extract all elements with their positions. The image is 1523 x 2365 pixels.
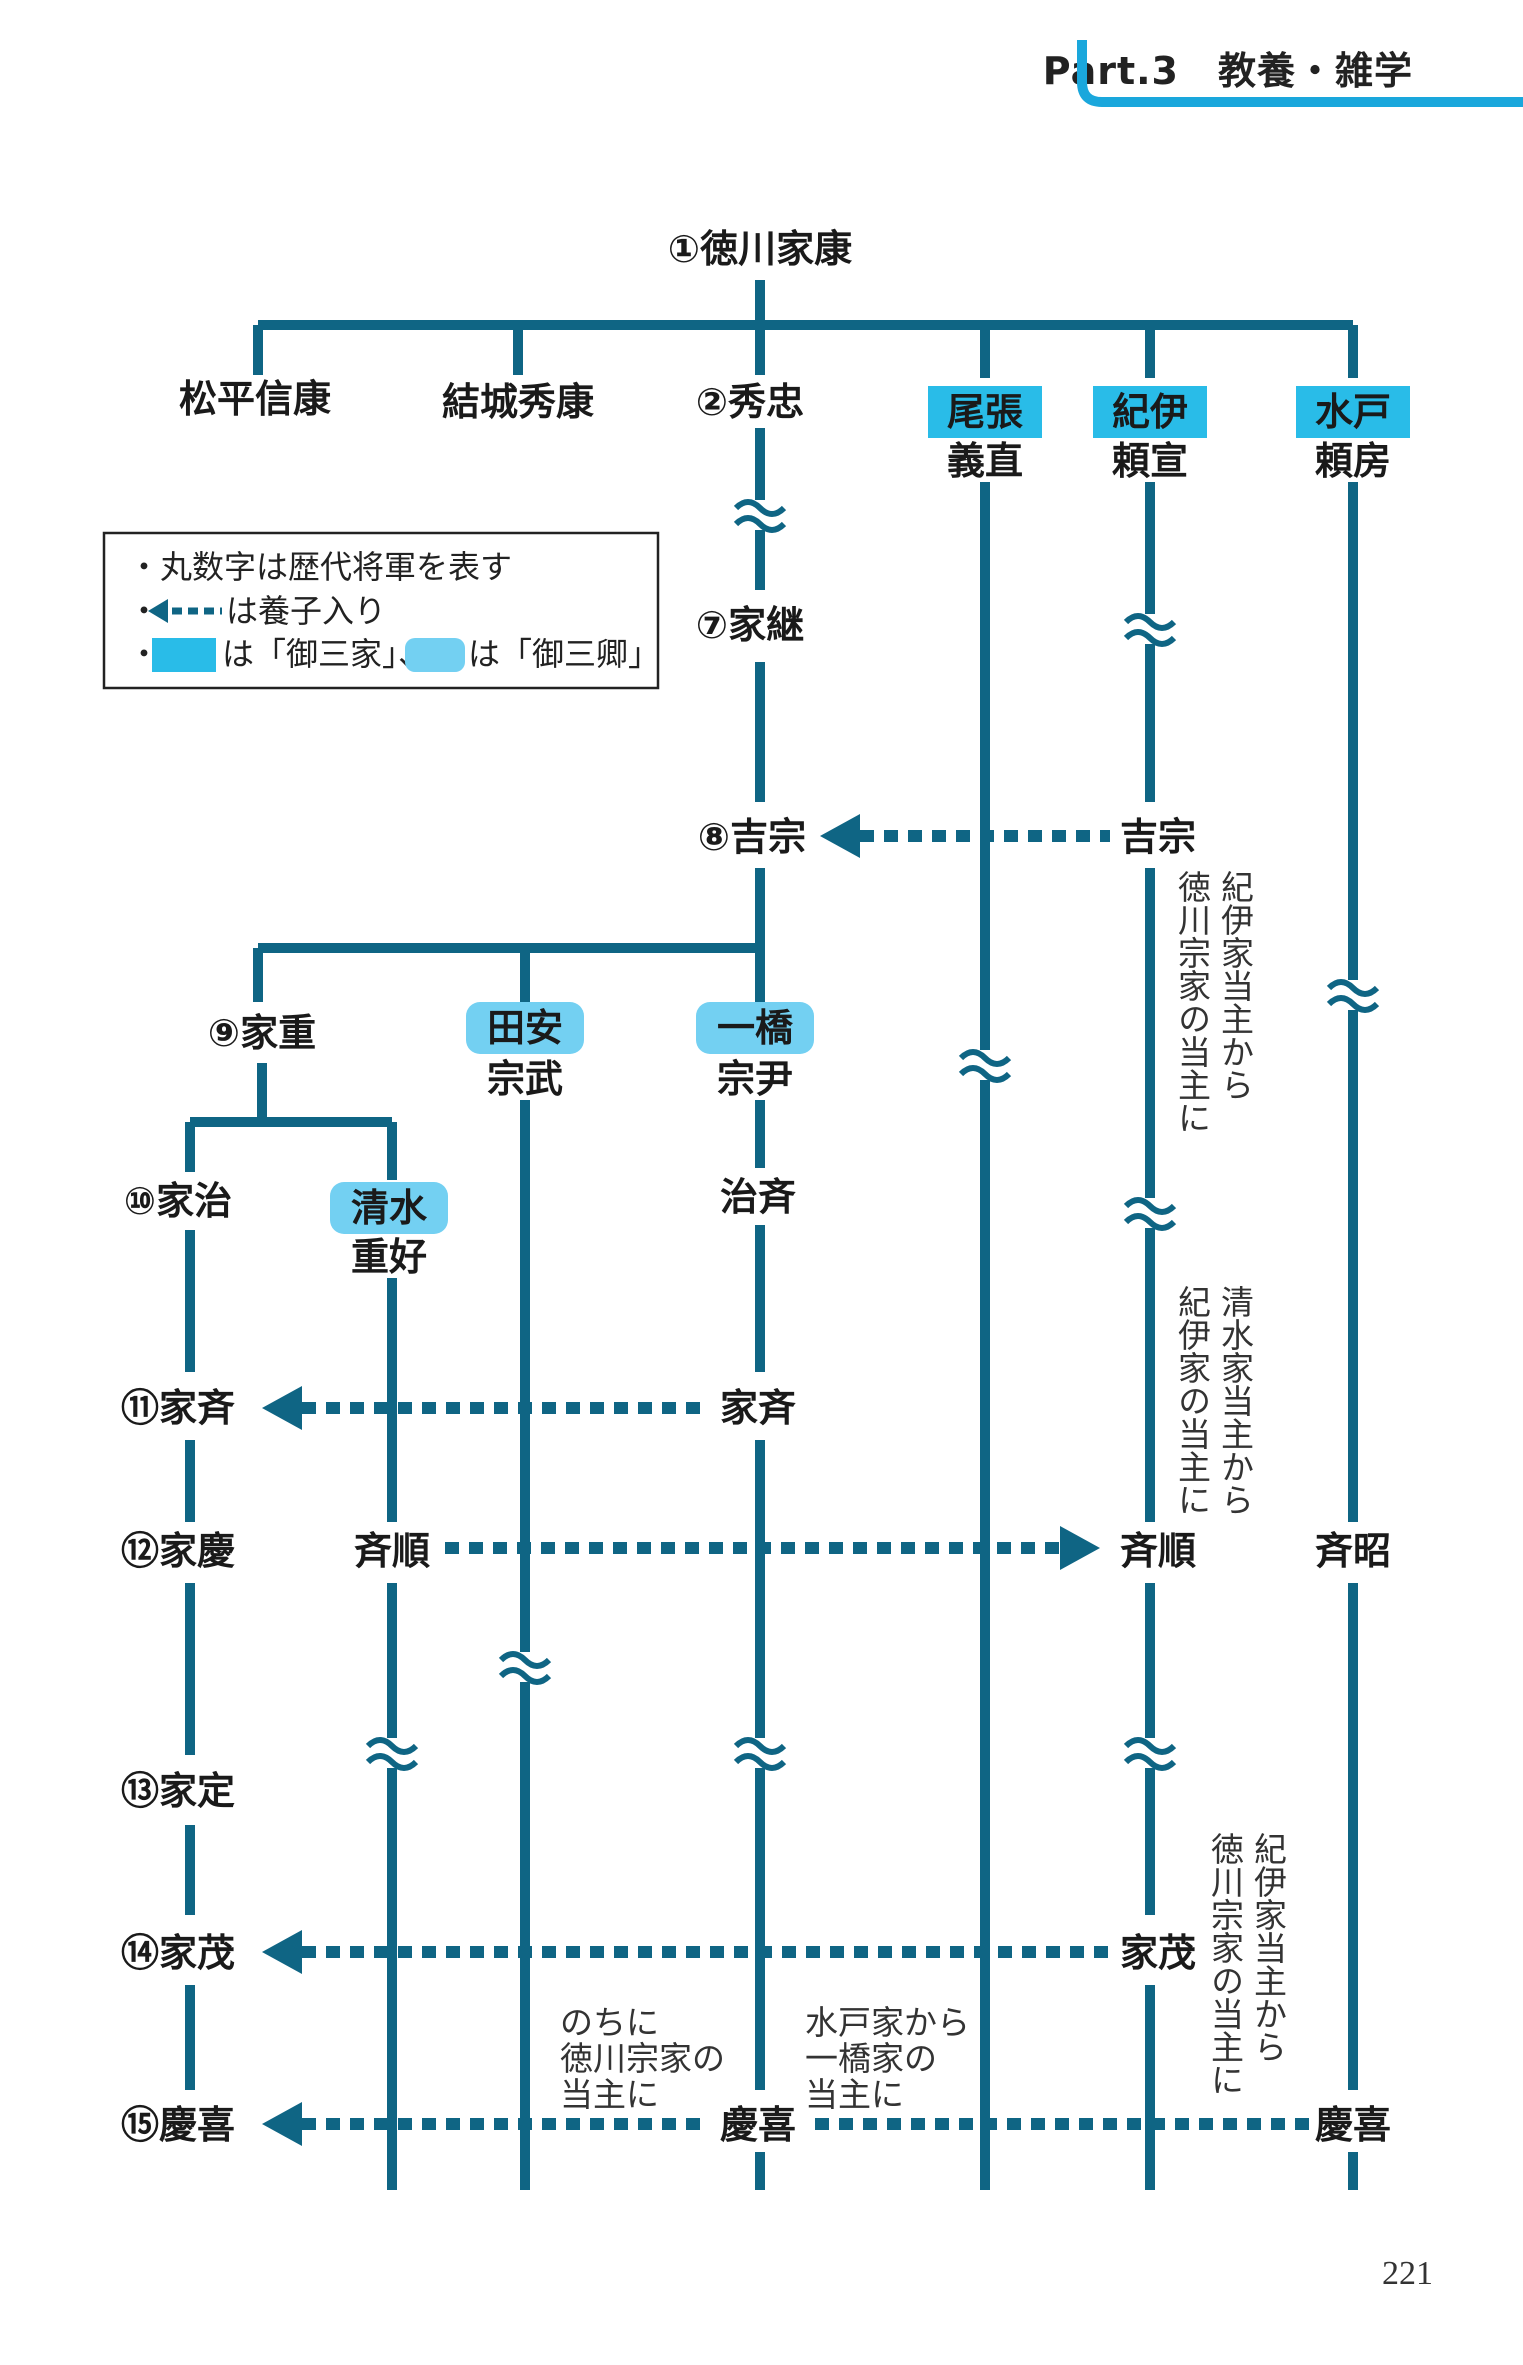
break-marks xyxy=(365,499,1380,1771)
note-bg-later xyxy=(555,2000,730,2112)
node-harusada: 治斉 xyxy=(720,1175,796,1219)
node-narimasa-kii: 斉順 xyxy=(1120,1529,1196,1573)
note-yoshimune-line1: 紀伊家当主から xyxy=(1216,870,1255,1101)
note-bg-mito xyxy=(800,2000,975,2112)
node-hideyasu: 結城秀康 xyxy=(442,380,594,424)
break-mark-hitotsubashi xyxy=(733,1737,787,1771)
note-later-line3: 当主に xyxy=(560,2075,659,2114)
tag-bg-kii xyxy=(1093,386,1207,438)
node-yoshimune-shogun: ⑧吉宗 xyxy=(698,815,806,859)
node-iemochi-kii: 家茂 xyxy=(1120,1931,1196,1975)
tag-kii: 紀伊 xyxy=(1112,390,1188,434)
legend-line-3b: は「御三卿」 xyxy=(468,635,660,673)
break-mark-owari xyxy=(958,1049,1012,1083)
adoption-arrow-narimasa xyxy=(445,1526,1100,1570)
note-later-line1: のちに xyxy=(560,2003,659,2042)
node-shimizu-head: 重好 xyxy=(351,1235,427,1279)
tag-bg-mito xyxy=(1296,386,1410,438)
tag-mito: 水戸 xyxy=(1315,390,1391,434)
header-accent-line xyxy=(1077,40,1523,107)
legend-line-3a: は「御三家」、 xyxy=(222,635,430,673)
node-ieyasu: ①徳川家康 xyxy=(668,227,852,271)
house-tags xyxy=(330,386,1410,1234)
horizontal-notes: のちに 徳川宗家の 当主に 水戸家から 一橋家の 当主に xyxy=(555,2000,975,2114)
legend-arrow-sample xyxy=(148,599,222,623)
node-yoshinobu-shogun: ⑮慶喜 xyxy=(121,2103,235,2147)
tag-bg-tayasu xyxy=(466,1002,584,1054)
node-ieshige: ⑨家重 xyxy=(208,1011,316,1055)
note-mito-line1: 水戸家から xyxy=(805,2003,970,2042)
node-narimasa-shimizu: 斉順 xyxy=(354,1529,430,1573)
break-mark-tayasu xyxy=(498,1651,552,1685)
break-mark-hidetada xyxy=(733,499,787,533)
legend-box: ・丸数字は歴代将軍を表す ・ は養子入り ・ は「御三家」、 は「御三卿」 xyxy=(102,531,660,690)
node-yoshinobu-mito: 慶喜 xyxy=(1315,2103,1391,2147)
note-narimasa-line2: 紀伊家の当主に xyxy=(1173,1285,1212,1516)
note-iemochi-line1: 紀伊家当主から xyxy=(1249,1832,1288,2063)
node-ienari-hitotsubashi: 家斉 xyxy=(720,1386,796,1430)
adoption-arrow-yoshimune xyxy=(820,814,1110,858)
tag-shimizu: 清水 xyxy=(351,1186,428,1230)
note-yoshimune-line2: 徳川宗家の当主に xyxy=(1173,870,1212,1134)
node-ietsugu: ⑦家継 xyxy=(696,603,804,647)
page-header-title: Part.3 教養・雑学 xyxy=(1042,49,1413,93)
node-ienari-shogun: ⑪家斉 xyxy=(121,1386,235,1430)
note-iemochi-line2: 徳川宗家の当主に xyxy=(1206,1832,1245,2096)
node-kii-head: 頼宣 xyxy=(1112,439,1188,483)
node-mito-head: 頼房 xyxy=(1315,439,1391,483)
tag-hitotsubashi: 一橋 xyxy=(717,1006,793,1050)
node-nobuyasu: 松平信康 xyxy=(179,377,331,421)
note-later-line2: 徳川宗家の xyxy=(560,2039,725,2078)
adoption-arrow-ienari xyxy=(262,1386,700,1430)
note-mito-line2: 一橋家の xyxy=(805,2039,937,2078)
note-narimasa-line1: 清水家当主から xyxy=(1216,1285,1255,1516)
break-mark-mito xyxy=(1326,979,1380,1013)
adoption-arrow-iemochi xyxy=(262,1930,1110,1974)
node-iemochi-shogun: ⑭家茂 xyxy=(121,1931,235,1975)
tag-bg-owari xyxy=(928,386,1042,438)
tag-owari: 尾張 xyxy=(947,390,1023,434)
break-mark-kii-lower xyxy=(1123,1737,1177,1771)
legend-swatch-gosankyo xyxy=(405,638,465,672)
break-mark-kii-upper xyxy=(1123,613,1177,647)
tag-tayasu: 田安 xyxy=(487,1006,563,1050)
break-mark-kii-middle xyxy=(1123,1197,1177,1231)
node-ieharu: ⑩家治 xyxy=(124,1179,232,1223)
legend-swatch-gosanke xyxy=(152,638,216,672)
node-hidetada: ②秀忠 xyxy=(696,380,804,424)
tag-bg-hitotsubashi xyxy=(696,1002,814,1054)
node-hitotsubashi-head: 宗尹 xyxy=(717,1057,793,1101)
node-ieyoshi: ⑫家慶 xyxy=(121,1529,235,1573)
header-accent-curve xyxy=(1077,40,1523,107)
node-tayasu-head: 宗武 xyxy=(487,1057,563,1101)
note-mito-line3: 当主に xyxy=(805,2075,904,2114)
legend-line-2: は養子入り xyxy=(226,592,386,630)
node-labels: ①徳川家康 松平信康 結城秀康 ②秀忠 尾張 義直 紀伊 頼宣 水戸 頼房 ⑦家… xyxy=(121,227,1391,2147)
break-mark-shimizu xyxy=(365,1737,419,1771)
tag-bg-shimizu xyxy=(330,1182,448,1234)
node-nariaki: 斉昭 xyxy=(1315,1529,1391,1573)
vertical-notes: 紀伊家当主から 徳川宗家の当主に 清水家当主から 紀伊家の当主に 紀伊家当主から… xyxy=(1173,870,1288,2096)
node-owari-head: 義直 xyxy=(947,439,1023,483)
adoption-arrow-yoshinobu-shogun xyxy=(262,2102,700,2146)
legend-line-1: ・丸数字は歴代将軍を表す xyxy=(128,548,512,586)
node-iesada: ⑬家定 xyxy=(121,1769,235,1813)
adoption-arrows xyxy=(262,814,1310,2146)
node-yoshimune-kii: 吉宗 xyxy=(1120,815,1196,859)
node-yoshinobu-hitotsubashi: 慶喜 xyxy=(720,2103,796,2147)
page-number: 221 xyxy=(1382,2255,1433,2292)
